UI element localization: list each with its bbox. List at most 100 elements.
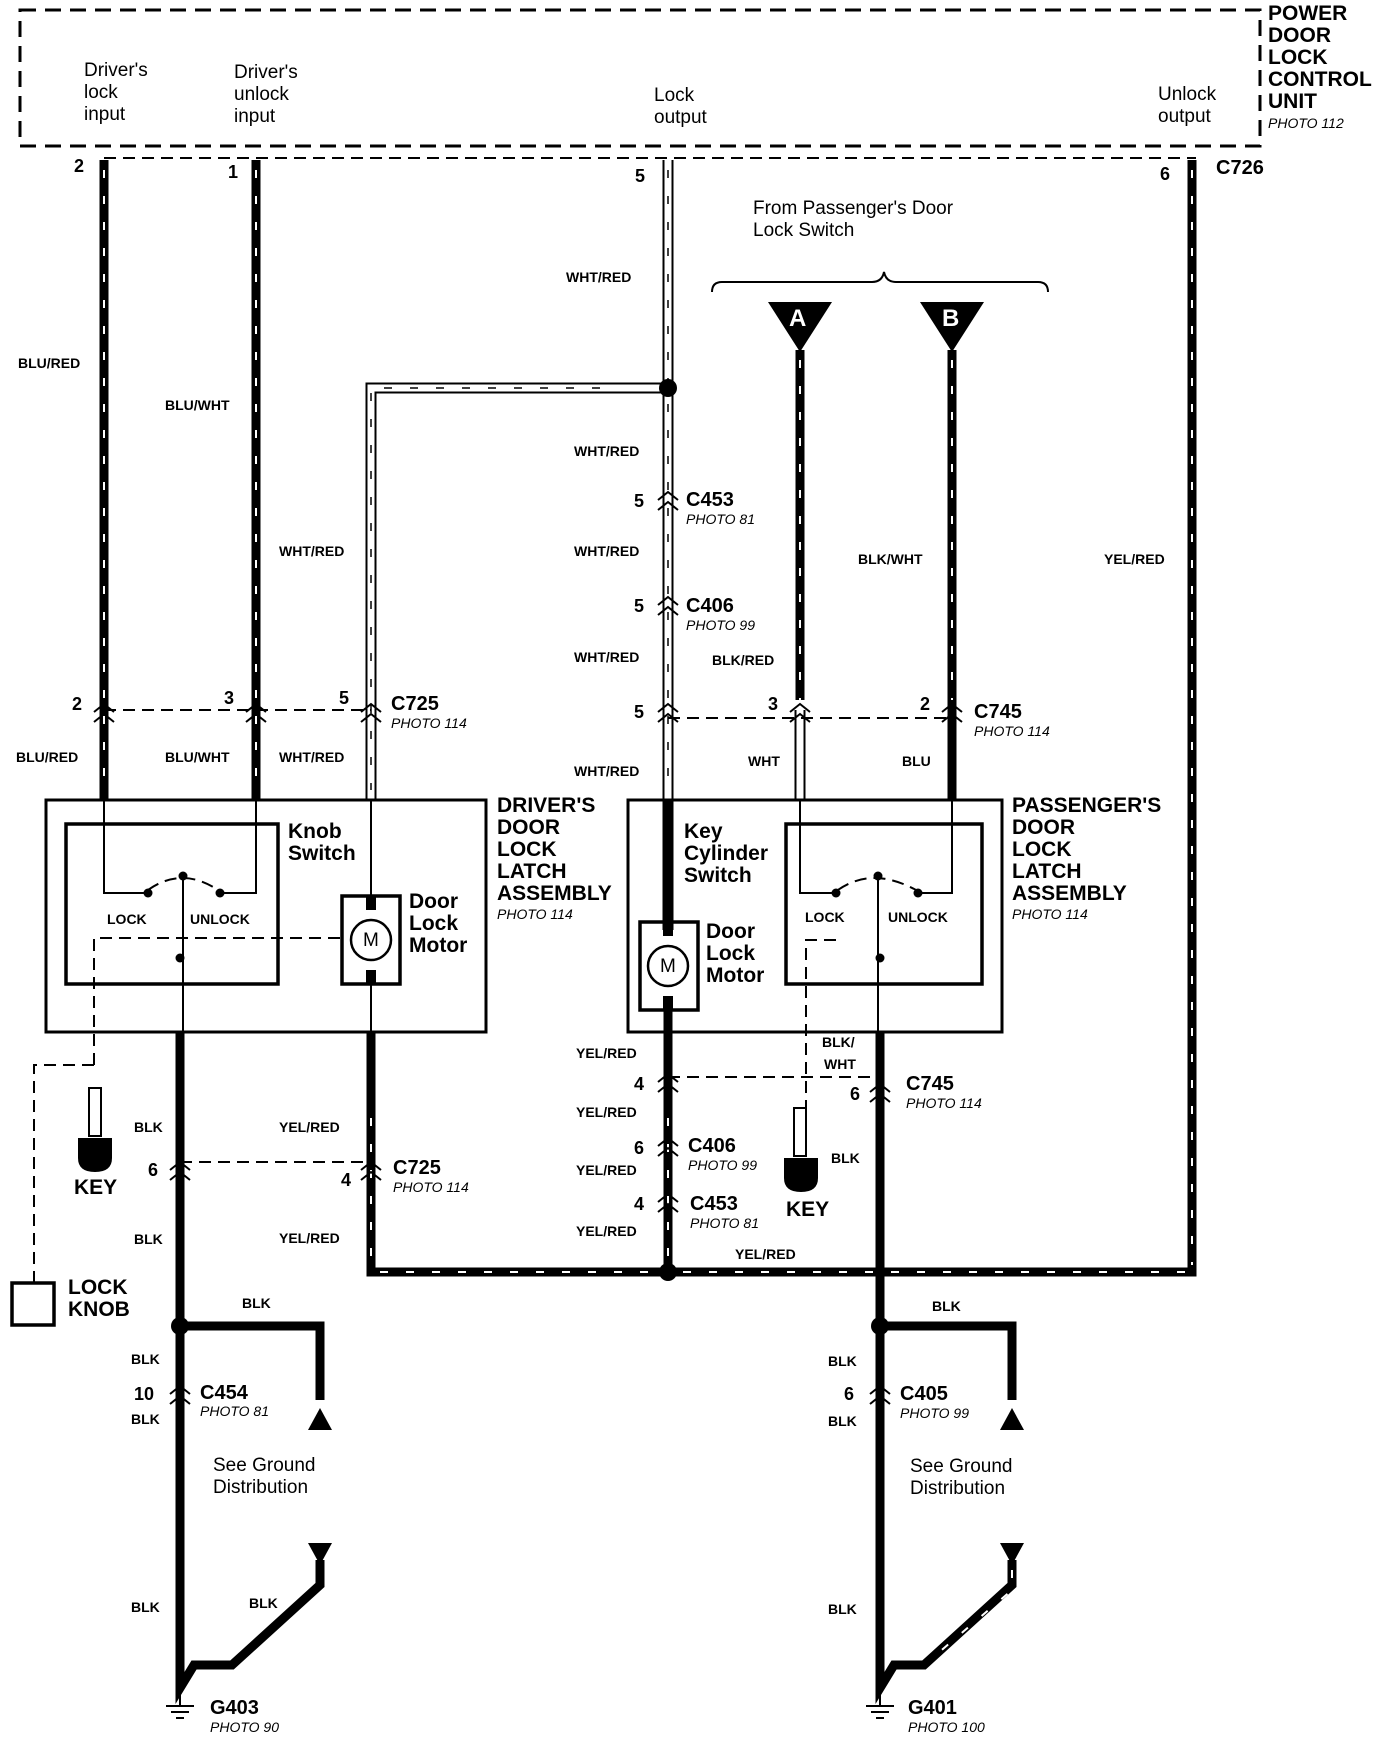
knob-switch-contact-unlock <box>215 888 225 898</box>
key-cylinder-unlock-label: UNLOCK <box>888 909 948 925</box>
connector-b-label: B <box>942 305 959 332</box>
svg-text:PHOTO 100: PHOTO 100 <box>908 1719 985 1735</box>
svg-text:LOCK: LOCK <box>1012 838 1072 861</box>
svg-text:BLK: BLK <box>828 1353 857 1369</box>
knob-switch-wiring <box>103 800 257 894</box>
svg-text:Lock: Lock <box>706 942 755 965</box>
svg-text:YEL/RED: YEL/RED <box>576 1162 637 1178</box>
splice-blk-passenger <box>871 1317 889 1335</box>
svg-text:6: 6 <box>844 1384 854 1404</box>
svg-text:PASSENGER'S: PASSENGER'S <box>1012 794 1161 817</box>
svg-text:CONTROL: CONTROL <box>1268 68 1372 91</box>
svg-text:LOCK: LOCK <box>68 1276 128 1299</box>
passengers-latch-assembly-box <box>626 798 1004 1034</box>
svg-text:3: 3 <box>224 688 234 708</box>
svg-text:PHOTO 81: PHOTO 81 <box>200 1403 269 1419</box>
svg-text:C406: C406 <box>686 595 734 617</box>
svg-text:BLK/: BLK/ <box>822 1034 855 1050</box>
svg-text:YEL/RED: YEL/RED <box>576 1223 637 1239</box>
svg-text:BLK: BLK <box>932 1298 961 1314</box>
ground-arrow-down-passenger <box>1000 1543 1024 1565</box>
svg-text:Knob: Knob <box>288 820 342 843</box>
svg-text:PHOTO 99: PHOTO 99 <box>688 1157 757 1173</box>
connector-c745-upper: 5 3 2 C745 PHOTO 114 <box>634 694 1050 739</box>
lock-knob-link <box>33 1064 94 1285</box>
svg-text:ASSEMBLY: ASSEMBLY <box>1012 882 1127 905</box>
svg-text:C725: C725 <box>391 693 439 715</box>
svg-text:PHOTO 114: PHOTO 114 <box>974 723 1050 739</box>
passenger-key-icon <box>784 1107 818 1192</box>
svg-text:Driver's: Driver's <box>234 62 298 83</box>
c726-pin-5: 5 <box>635 166 645 186</box>
svg-text:BLU: BLU <box>902 753 931 769</box>
svg-text:Switch: Switch <box>684 864 752 887</box>
drivers-motor-terminal-top <box>366 896 376 910</box>
svg-text:PHOTO 90: PHOTO 90 <box>210 1719 279 1735</box>
svg-text:10: 10 <box>134 1384 154 1404</box>
key-cylinder-contact-lock <box>831 888 841 898</box>
svg-text:PHOTO 114: PHOTO 114 <box>391 715 467 731</box>
passengers-motor-icon <box>646 944 690 988</box>
lock-knob-label: LOCK KNOB <box>68 1276 130 1321</box>
connector-b-triangle <box>920 302 984 352</box>
svg-text:Unlock: Unlock <box>1158 84 1217 105</box>
key-cylinder-switch-label: Key Cylinder Switch <box>684 820 768 887</box>
svg-text:DOOR: DOOR <box>1012 816 1075 839</box>
svg-text:BLU/RED: BLU/RED <box>16 749 78 765</box>
svg-text:2: 2 <box>920 694 930 714</box>
drivers-motor-label: Door Lock Motor <box>409 890 467 957</box>
svg-text:WHT/RED: WHT/RED <box>574 763 639 779</box>
svg-text:YEL/RED: YEL/RED <box>279 1230 340 1246</box>
c726-pin-6: 6 <box>1160 164 1170 184</box>
svg-text:WHT/RED: WHT/RED <box>574 543 639 559</box>
key-mechanical-link <box>805 939 836 1110</box>
knob-switch-arm <box>147 877 219 891</box>
svg-text:DRIVER'S: DRIVER'S <box>497 794 595 817</box>
svg-text:From Passenger's Door: From Passenger's Door <box>753 198 954 219</box>
ground-note-passenger: See Ground Distribution <box>910 1456 1012 1499</box>
svg-text:Motor: Motor <box>409 934 467 957</box>
driver-key-label: KEY <box>74 1176 117 1199</box>
connector-a-triangle <box>768 302 832 352</box>
svg-text:DOOR: DOOR <box>1268 24 1331 47</box>
wire-wht-red-branch <box>365 382 668 800</box>
svg-text:PHOTO 99: PHOTO 99 <box>900 1405 969 1421</box>
svg-text:YEL/RED: YEL/RED <box>1104 551 1165 567</box>
svg-text:lock: lock <box>84 82 118 103</box>
svg-text:BLK: BLK <box>831 1150 860 1166</box>
wire-blk-passenger <box>875 1032 1017 1705</box>
passengers-assembly-title: PASSENGER'S DOOR LOCK LATCH ASSEMBLY PHO… <box>1012 794 1161 922</box>
svg-text:5: 5 <box>634 702 644 722</box>
connector-c453-upper: 5 C453 PHOTO 81 <box>634 489 755 527</box>
key-cylinder-common <box>875 953 885 963</box>
svg-text:input: input <box>84 104 126 125</box>
key-cylinder-pivot <box>873 871 883 881</box>
connector-c406-upper: 5 C406 PHOTO 99 <box>634 595 755 633</box>
passenger-switch-label: From Passenger's Door Lock Switch <box>753 198 954 241</box>
svg-text:BLK: BLK <box>828 1601 857 1617</box>
svg-text:Key: Key <box>684 820 723 843</box>
key-cylinder-lock-label: LOCK <box>805 909 845 925</box>
c726-pin-1: 1 <box>228 162 238 182</box>
svg-text:YEL/RED: YEL/RED <box>576 1045 637 1061</box>
passenger-switch-brace <box>711 271 1049 293</box>
wire-labels: BLU/RED BLU/WHT WHT/RED WHT/RED WHT/RED … <box>16 269 1165 1617</box>
wire-blk-driver <box>175 1032 325 1705</box>
knob-switch-unlock-label: UNLOCK <box>190 911 250 927</box>
svg-text:BLU/WHT: BLU/WHT <box>165 749 230 765</box>
svg-text:C454: C454 <box>200 1382 249 1404</box>
svg-text:2: 2 <box>72 694 82 714</box>
svg-text:C453: C453 <box>686 489 734 511</box>
passengers-motor-symbol: M <box>660 956 676 977</box>
svg-text:BLK: BLK <box>134 1119 163 1135</box>
svg-text:output: output <box>654 107 708 128</box>
svg-text:BLK/RED: BLK/RED <box>712 652 774 668</box>
svg-text:Distribution: Distribution <box>910 1478 1005 1499</box>
svg-text:BLU/WHT: BLU/WHT <box>165 397 230 413</box>
lock-knob-box <box>10 1281 56 1327</box>
svg-text:Driver's: Driver's <box>84 60 148 81</box>
connector-c725-upper: 2 3 5 C725 PHOTO 114 <box>72 688 467 731</box>
drivers-motor-terminal-bottom <box>366 970 376 984</box>
ground-label-g403: G403 PHOTO 90 <box>210 1697 279 1735</box>
